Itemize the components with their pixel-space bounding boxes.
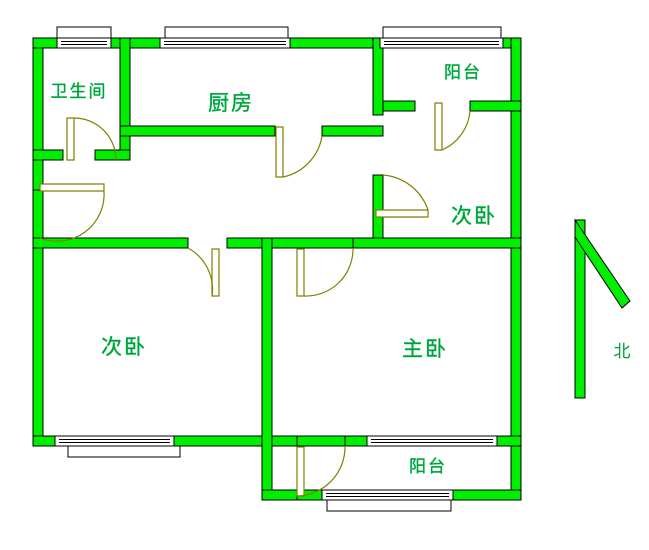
wall-balcony-s-top-c: [494, 435, 522, 447]
window-win-balcony-n: [379, 26, 504, 49]
door-swing-arc: [282, 135, 323, 178]
window-win-bedroom2b: [54, 435, 181, 458]
door-panel: [296, 446, 305, 497]
wall-br2a-bottom: [346, 237, 522, 249]
wall-bath-bottom2: [94, 149, 131, 161]
door-panel: [275, 126, 284, 178]
compass-north-label: 北: [614, 342, 631, 362]
door-swing-arc: [441, 110, 471, 151]
window-opening: [321, 489, 454, 501]
door-swing-arc: [39, 190, 105, 242]
window-opening: [159, 37, 291, 49]
window-win-bathroom: [56, 26, 112, 49]
window-win-balcony-s: [321, 489, 454, 512]
wall-center-vertical: [261, 237, 273, 501]
room-label-bedroom-2a: 次卧: [451, 204, 497, 228]
room-label-balcony-n: 阳台: [444, 63, 482, 83]
door-door-entry: [39, 183, 105, 242]
wall-outer-top-c: [286, 37, 384, 49]
door-door-br2a: [375, 174, 429, 218]
compass-north-indicator: 北: [574, 218, 631, 399]
wall-kitchen-bottom-b: [321, 125, 384, 137]
door-swing-arc: [382, 174, 429, 211]
door-swing-arc: [303, 247, 354, 297]
room-label-balcony-s: 阳台: [409, 457, 447, 477]
door-panel: [39, 183, 105, 192]
door-swing-arc: [73, 117, 117, 161]
door-panel: [434, 102, 443, 151]
door-door-balcony-n: [434, 102, 471, 151]
wall-outer-top-b: [107, 37, 164, 49]
room-labels-layer: 卫生间厨房阳台次卧次卧主卧阳台: [50, 63, 497, 477]
wall-balcony-s-top-b: [344, 435, 371, 447]
wall-hall-bottom-left: [32, 237, 189, 249]
room-label-kitchen: 厨房: [208, 91, 254, 115]
window-opening: [54, 435, 175, 447]
window-sill-frame: [56, 26, 112, 38]
window-win-main-br: [366, 435, 498, 447]
room-label-bathroom: 卫生间: [51, 82, 108, 102]
wall-entry-left-stub: [32, 189, 44, 239]
wall-balcony-s-top-a: [271, 435, 298, 447]
door-swing-arc: [296, 445, 346, 497]
wall-outer-top-a: [32, 37, 61, 49]
window-opening: [379, 37, 504, 49]
wall-outer-bottom-left: [32, 435, 59, 447]
windows-layer: [54, 26, 504, 512]
window-sill-frame: [326, 500, 452, 512]
doors-layer: [39, 102, 471, 497]
compass-shaft: [574, 219, 586, 399]
door-door-bathroom: [66, 117, 117, 161]
door-door-br2b: [187, 247, 220, 297]
door-door-kitchen: [275, 126, 323, 178]
wall-balcony-s-bottom: [261, 489, 298, 501]
wall-balcony-n-bottom-a: [382, 100, 416, 112]
door-panel: [375, 209, 429, 218]
room-label-bedroom-main: 主卧: [402, 337, 448, 361]
door-swing-arc: [187, 247, 214, 297]
window-opening: [56, 37, 112, 49]
window-sill-frame: [67, 446, 181, 458]
wall-balcony-n-bottom-b: [469, 100, 522, 112]
door-panel: [296, 248, 305, 297]
wall-kitchen-bottom-a: [119, 125, 276, 137]
wall-hall-bottom-mid: [226, 237, 354, 249]
window-win-kitchen: [159, 26, 291, 49]
wall-bath-bottom: [32, 149, 64, 161]
wall-br2a-left-upper: [372, 37, 384, 116]
window-opening: [366, 435, 498, 447]
door-door-main-br: [296, 247, 354, 297]
window-sill-frame: [382, 26, 502, 38]
compass-arrowhead: [574, 218, 631, 309]
wall-bath-right: [119, 37, 131, 161]
wall-outer-bottom-b2: [449, 489, 522, 501]
window-sill-frame: [164, 26, 289, 38]
door-panel: [66, 117, 75, 161]
walls-layer: [32, 37, 522, 501]
door-door-balcony-s: [296, 445, 346, 497]
room-label-bedroom-2b: 次卧: [101, 335, 147, 359]
